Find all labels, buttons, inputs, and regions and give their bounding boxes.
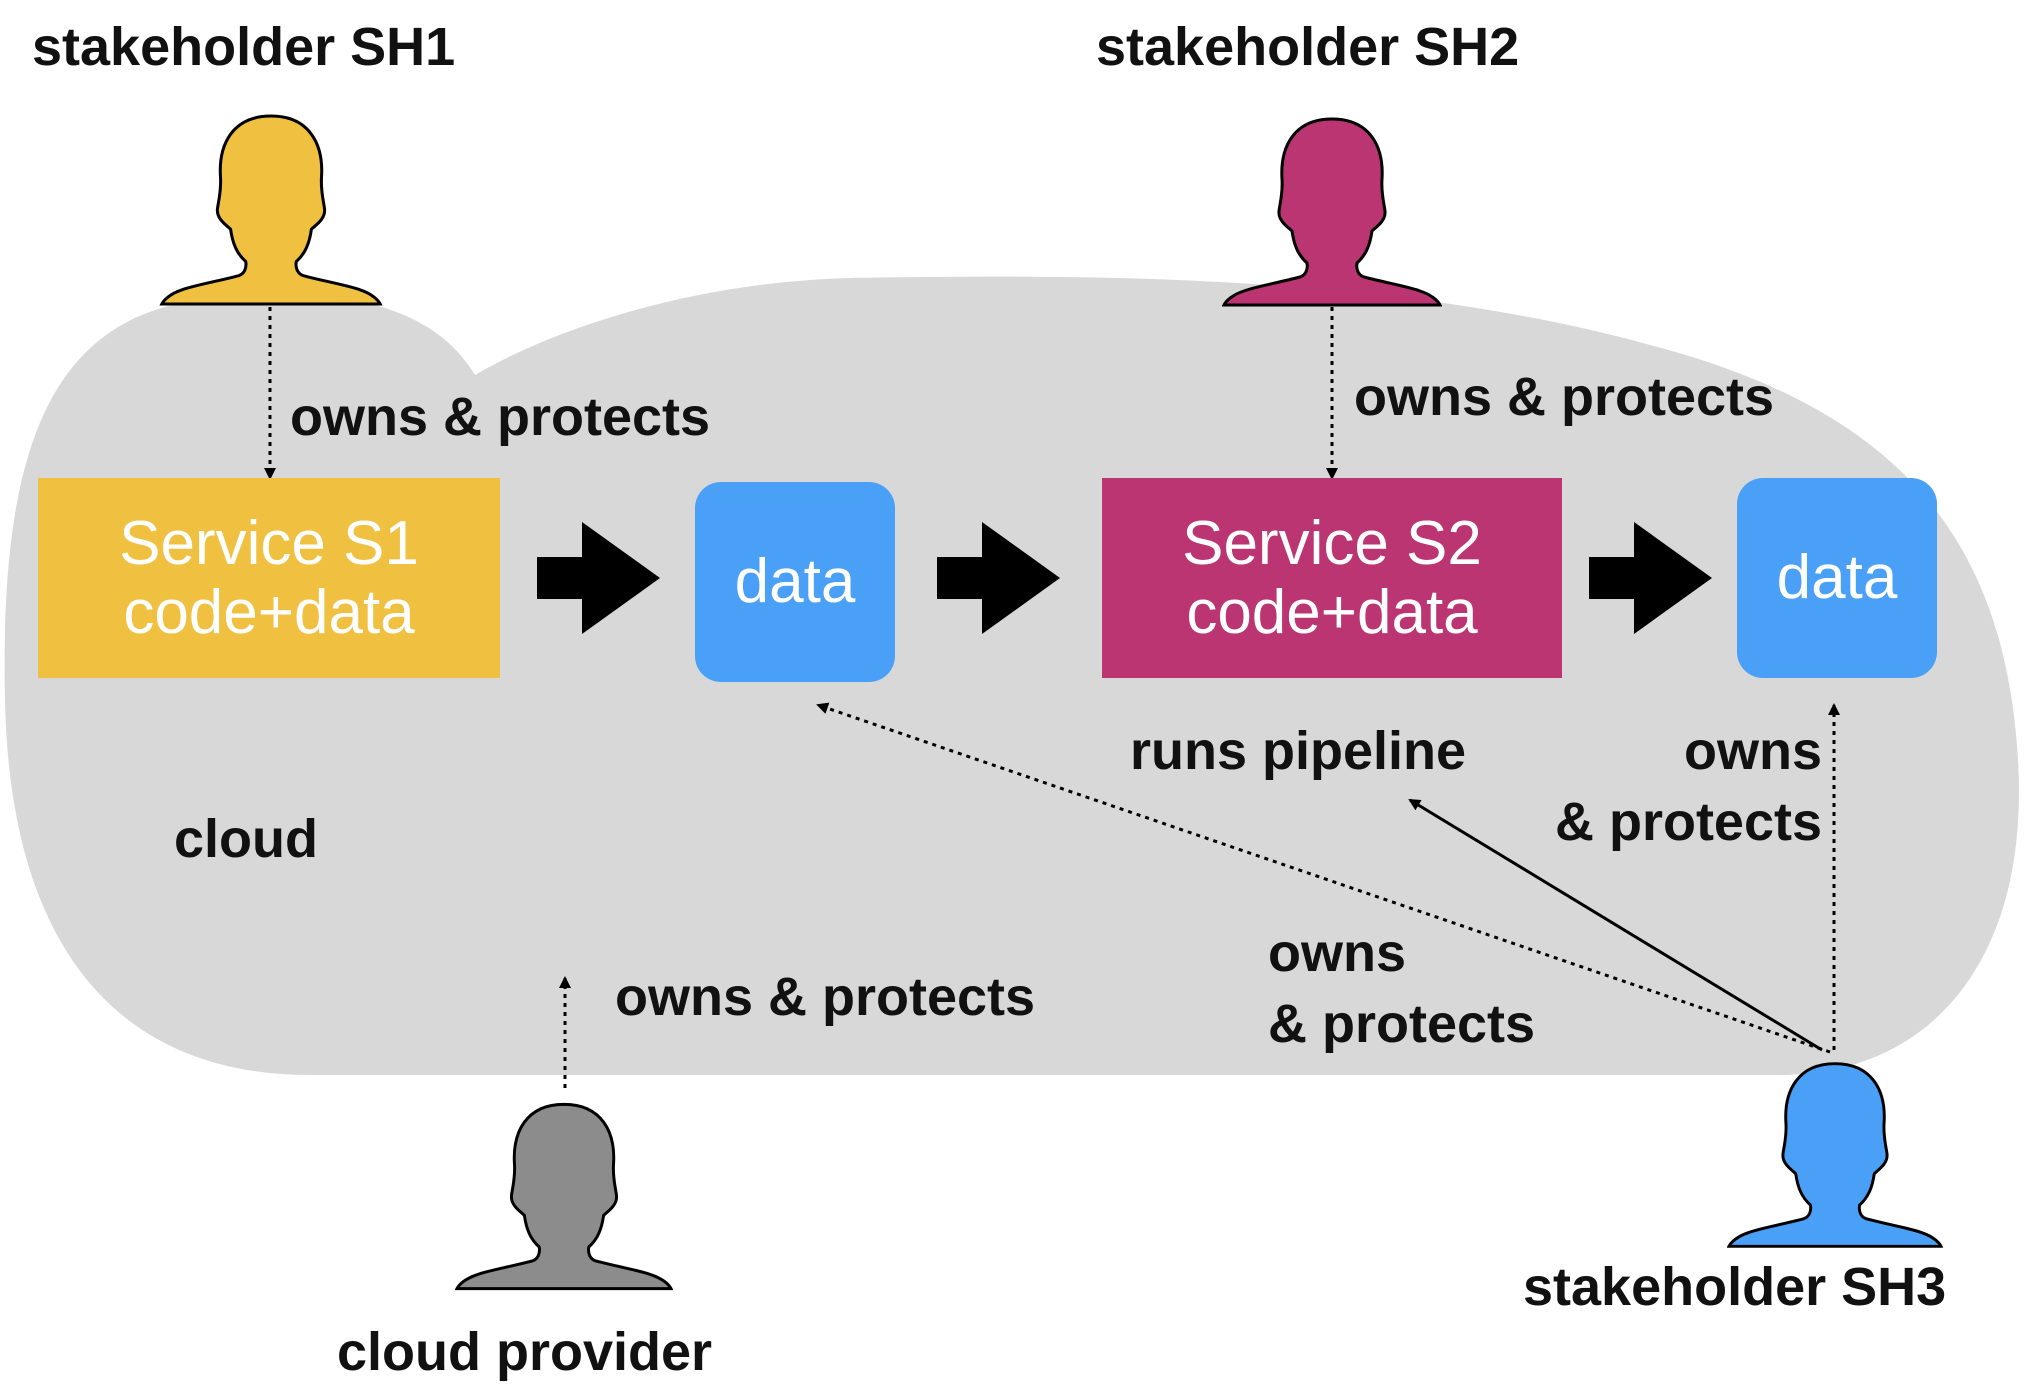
data-box-2: data [1737,478,1937,678]
stakeholder-sh3-label: stakeholder SH3 [1523,1257,1947,1317]
cloud-provider-label: cloud provider [337,1322,713,1382]
stakeholder-sh2-icon [1222,117,1442,307]
provider-owns-label: owns & protects [615,967,1036,1027]
sh3-owns-data1-arrow [816,702,1831,1054]
sh3-owns-data2-label: owns & protects [1522,721,1822,853]
flow-arrow-1 [537,522,660,634]
sh3-owns-data2-line2: & protects [1554,792,1822,853]
data-box-1-label: data [734,547,856,617]
sh3-owns-data1-label: owns & protects [1268,923,1536,1055]
stakeholder-sh3-icon [1727,1062,1943,1248]
service-s2-name: Service S2 [1182,508,1482,578]
sh1-owns-label: owns & protects [290,387,711,447]
service-s2-content: code+data [1186,578,1478,647]
runs-pipeline-label: runs pipeline [1130,721,1467,781]
cloud-provider-icon [455,1102,673,1291]
stakeholder-sh1-label: stakeholder SH1 [32,17,456,77]
sh2-owns-label: owns & protects [1354,367,1775,427]
cloud-shape [4,276,2019,1075]
data-box-2-label: data [1776,543,1898,613]
service-s1-name: Service S1 [119,508,419,578]
sh3-runs-pipeline-arrow [1408,798,1823,1052]
service-s1-box: Service S1 code+data [38,478,500,678]
service-s2-box: Service S2 code+data [1102,478,1562,678]
flow-arrow-2 [937,522,1060,634]
stakeholder-sh2-label: stakeholder SH2 [1096,17,1520,77]
data-box-1: data [695,482,895,682]
flow-arrow-3 [1589,522,1712,634]
service-s1-content: code+data [123,578,415,647]
sh3-owns-data1-line2: & protects [1268,994,1536,1055]
cloud-label: cloud [174,809,318,869]
stakeholder-sh1-icon [159,114,383,306]
sh3-owns-data2-line1: owns [1683,721,1822,781]
sh3-owns-data1-line1: owns [1268,923,1407,983]
